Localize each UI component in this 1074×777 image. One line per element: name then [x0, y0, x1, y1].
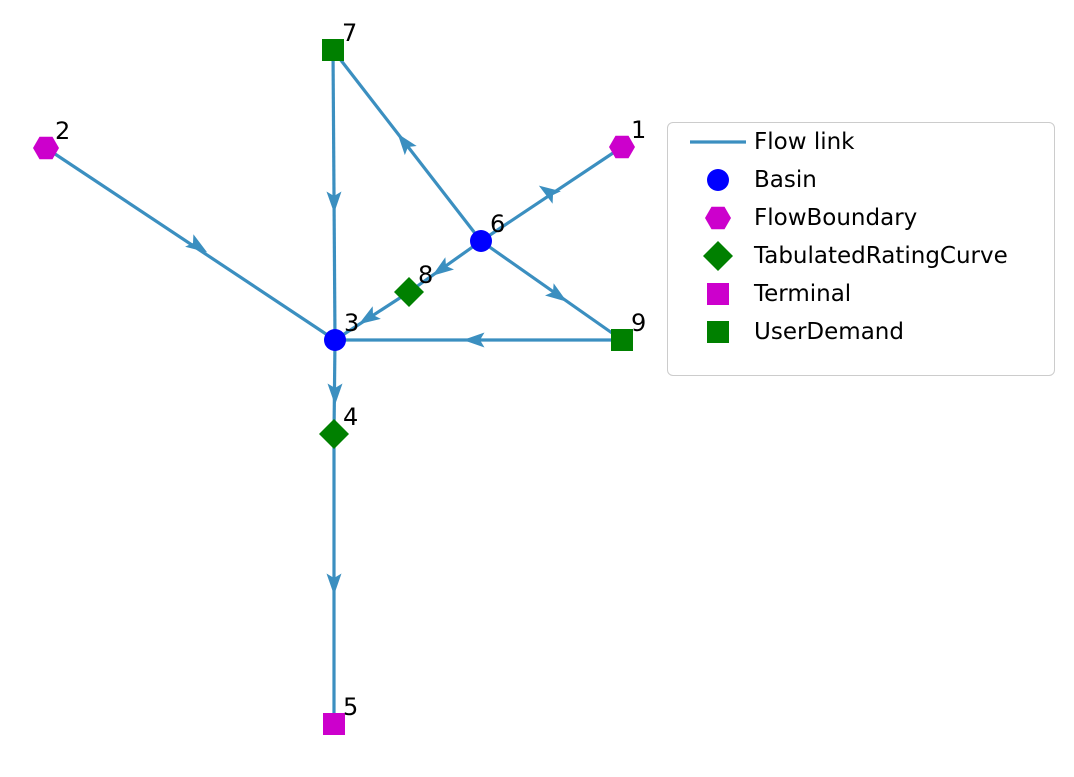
square-icon: [707, 321, 729, 343]
legend-marker-basin: [682, 161, 754, 199]
legend-label: TabulatedRatingCurve: [754, 242, 1008, 269]
node-label: 5: [343, 693, 358, 721]
node-label: 1: [631, 116, 646, 144]
legend-label: FlowBoundary: [754, 204, 918, 231]
node-label: 3: [344, 309, 359, 337]
legend-marker-terminal: [682, 275, 754, 313]
circle-icon: [707, 169, 729, 191]
legend-item-user-demand: UserDemand: [668, 313, 1054, 351]
flow-link: [332, 339, 337, 435]
node-label: 7: [342, 19, 357, 47]
node-label: 9: [631, 309, 646, 337]
graph-node[interactable]: [611, 329, 633, 351]
node-label: 6: [490, 210, 505, 238]
graph-node[interactable]: [323, 713, 345, 735]
flow-direction-arrow: [358, 306, 381, 325]
node-labels-layer: 1 2 3 4 5 6 7 8 9: [55, 19, 646, 721]
hexagon-icon: [705, 206, 731, 230]
diamond-icon: [703, 241, 733, 271]
flow-link: [480, 239, 623, 342]
graph-node[interactable]: [33, 136, 59, 160]
node-label: 8: [418, 261, 433, 289]
graph-node[interactable]: [324, 329, 346, 351]
legend-marker-flow-boundary: [682, 199, 754, 237]
flow-direction-arrow: [545, 283, 567, 302]
legend-item-tabulated-rating-curve: TabulatedRatingCurve: [668, 237, 1054, 275]
graph-node[interactable]: [322, 39, 344, 61]
legend-marker-tabulated-rating-curve: [682, 237, 754, 275]
flow-link: [331, 49, 337, 341]
flow-link: [45, 146, 336, 342]
legend-marker-user-demand: [682, 313, 754, 351]
links-layer: [45, 49, 623, 724]
legend-label: UserDemand: [754, 318, 904, 345]
flow-direction-arrow: [538, 185, 561, 204]
legend-marker-flow-link: [682, 123, 754, 161]
line-icon: [690, 140, 746, 144]
square-icon: [707, 283, 729, 305]
graph-node[interactable]: [470, 230, 492, 252]
nodes-layer: [33, 39, 635, 735]
flow-direction-arrow: [326, 191, 342, 213]
legend-label: Terminal: [754, 280, 852, 307]
flow-direction-arrow: [463, 332, 485, 348]
graph-node[interactable]: [609, 135, 635, 159]
legend-item-flow-boundary: FlowBoundary: [668, 199, 1054, 237]
legend-label: Basin: [754, 166, 817, 193]
node-label: 4: [343, 403, 358, 431]
legend-item-basin: Basin: [668, 161, 1054, 199]
flow-direction-arrow: [397, 133, 417, 156]
flow-direction-arrow: [326, 573, 342, 595]
flow-direction-arrow: [327, 383, 343, 405]
node-label: 2: [55, 117, 70, 145]
flow-direction-arrow: [432, 257, 455, 276]
flow-direction-arrow: [185, 234, 208, 253]
graph-node[interactable]: [394, 277, 424, 307]
legend-item-terminal: Terminal: [668, 275, 1054, 313]
arrowheads-layer: [185, 133, 567, 595]
graph-node[interactable]: [319, 419, 349, 449]
legend-item-flow-link: Flow link: [668, 123, 1054, 161]
legend-label: Flow link: [754, 128, 855, 155]
